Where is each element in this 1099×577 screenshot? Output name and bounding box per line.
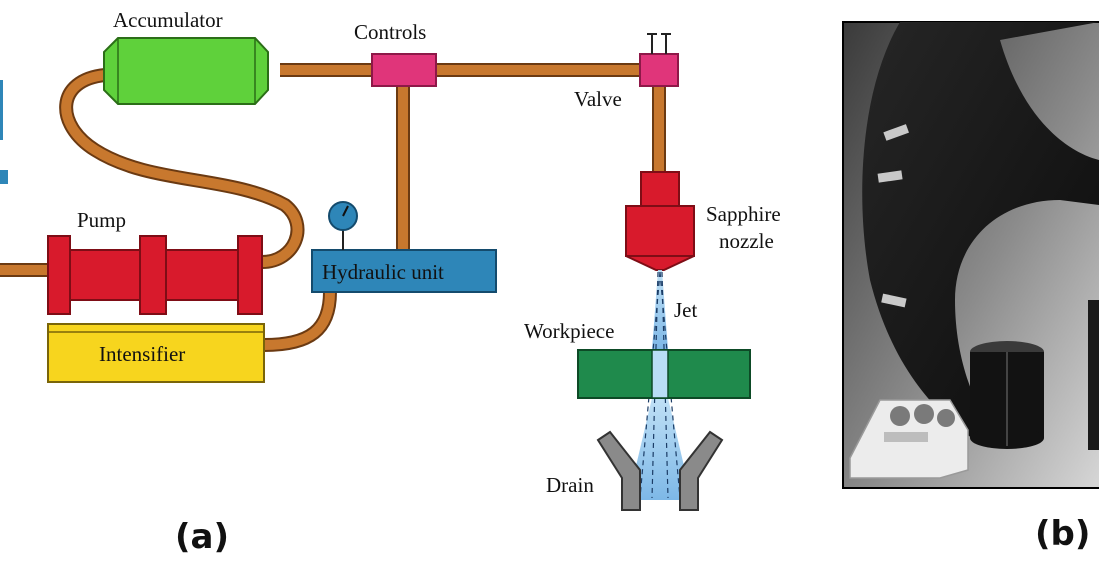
sapphire-label-line1: Sapphire (706, 202, 781, 226)
hydraulic-unit-label: Hydraulic unit (322, 260, 444, 284)
intensifier (47, 323, 265, 383)
cylinder-part (970, 341, 1044, 449)
pipe-network (0, 63, 666, 352)
water-jet (628, 270, 692, 500)
hydraulic-unit (311, 201, 497, 293)
intensifier-label: Intensifier (99, 342, 185, 366)
drain (596, 430, 724, 511)
pump (47, 235, 263, 315)
workpiece (577, 349, 751, 399)
workpiece-label: Workpiece (524, 319, 614, 343)
left-edge-tank (0, 170, 8, 184)
panel-label-b: (b) (1035, 514, 1090, 554)
jet-label: Jet (674, 298, 697, 322)
pump-label: Pump (77, 208, 126, 232)
product-photo (842, 21, 1099, 489)
white-extrusion-part (849, 399, 969, 479)
valve-label: Valve (574, 87, 622, 111)
controls-label: Controls (354, 20, 426, 44)
drain-label: Drain (546, 473, 594, 497)
controls-box (371, 53, 437, 87)
valve (639, 33, 679, 87)
accumulator-label: Accumulator (113, 8, 223, 32)
accumulator (103, 37, 269, 105)
sapphire-label-line2: nozzle (719, 229, 774, 253)
sapphire-nozzle (625, 171, 695, 271)
cut-disc-part (862, 22, 1099, 440)
panel-label-a: (a) (175, 517, 229, 557)
